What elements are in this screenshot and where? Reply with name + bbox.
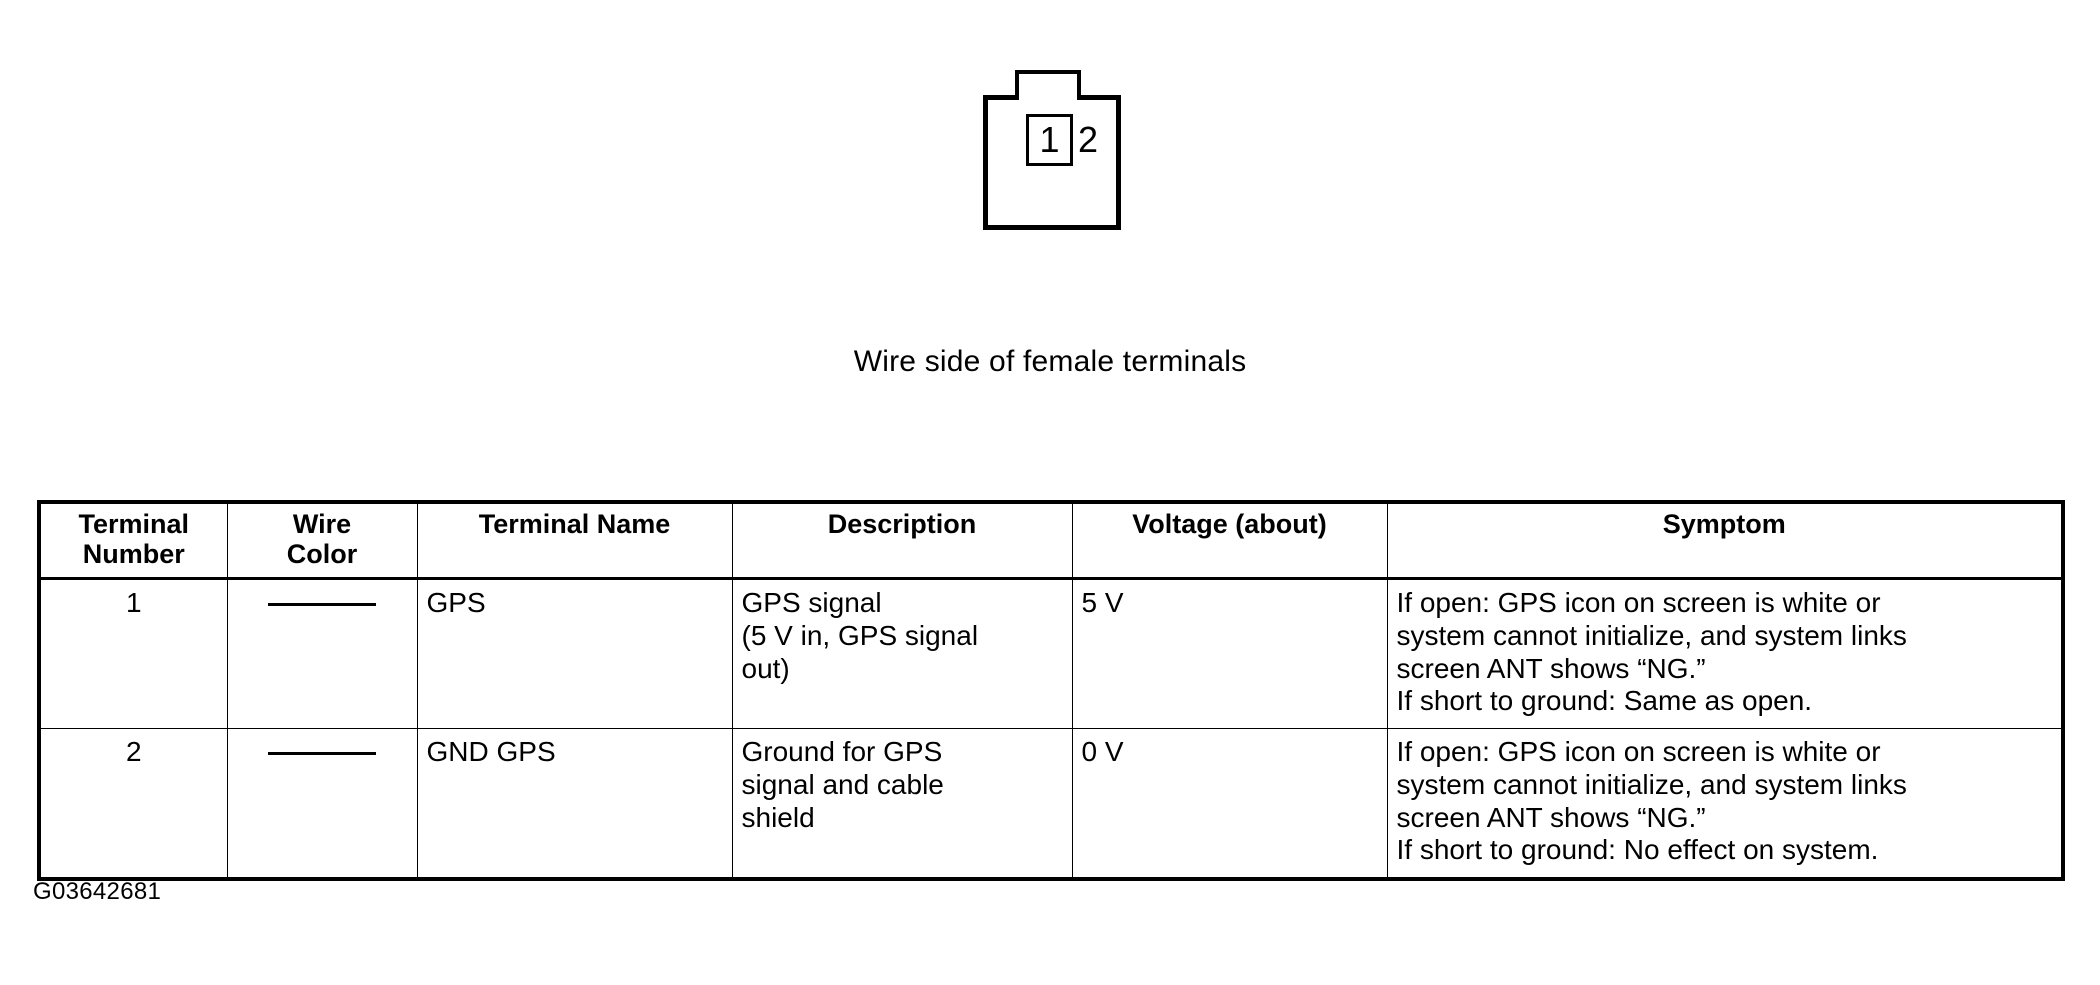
cell-terminal-number: 2	[38, 728, 228, 880]
connector-diagram: 1 2	[983, 70, 1121, 230]
header-description: Description	[731, 501, 1073, 580]
cell-voltage: 5 V	[1071, 578, 1388, 729]
diagram-caption: Wire side of female terminals	[853, 345, 1247, 378]
connector-pin-2-label: 2	[1078, 119, 1099, 160]
cell-text-line: If short to ground: No effect on system.	[1396, 834, 1879, 866]
cell-text-line: out)	[741, 652, 790, 684]
wire-color-dash-icon	[268, 752, 376, 756]
cell-text-line: shield	[741, 801, 815, 833]
header-wire-color: Wire Color	[226, 501, 418, 580]
cell-text-line: (5 V in, GPS signal	[741, 619, 979, 651]
cell-text-line: screen ANT shows “NG.”	[1396, 801, 1706, 833]
connector-pin-1-label: 1	[1039, 119, 1060, 160]
cell-terminal-name: GND GPS	[416, 728, 733, 880]
cell-text-line: system cannot initialize, and system lin…	[1396, 619, 1907, 651]
wire-color-dash-icon	[268, 603, 376, 607]
cell-terminal-number: 1	[38, 578, 228, 729]
connector-pin-1: 1	[1026, 114, 1073, 166]
cell-text-line: signal and cable	[741, 768, 944, 800]
cell-text-line: If open: GPS icon on screen is white or	[1396, 587, 1881, 618]
cell-text-line: screen ANT shows “NG.”	[1396, 652, 1706, 684]
cell-text-line: system cannot initialize, and system lin…	[1396, 768, 1907, 800]
cell-text-line: Ground for GPS	[741, 736, 943, 767]
connector-pin-2: 2	[1078, 114, 1110, 166]
cell-text-line: If open: GPS icon on screen is white or	[1396, 736, 1881, 767]
connector-tab-joint	[1019, 92, 1077, 100]
header-voltage: Voltage (about)	[1071, 501, 1388, 580]
header-terminal-number: Terminal Number	[38, 501, 228, 580]
header-symptom: Symptom	[1386, 501, 2064, 580]
cell-wire-color	[226, 728, 418, 880]
cell-text-line: If short to ground: Same as open.	[1396, 685, 1813, 717]
cell-voltage: 0 V	[1071, 728, 1388, 880]
cell-text-line: GPS signal	[741, 587, 882, 618]
figure-code: G03642681	[33, 878, 162, 905]
header-terminal-name: Terminal Name	[416, 501, 733, 580]
table-header-row: Terminal Number Wire Color Terminal Name…	[38, 501, 2064, 580]
cell-terminal-name: GPS	[416, 578, 733, 729]
cell-wire-color	[226, 578, 418, 729]
terminal-pinout-table: Terminal Number Wire Color Terminal Name…	[37, 500, 2065, 881]
